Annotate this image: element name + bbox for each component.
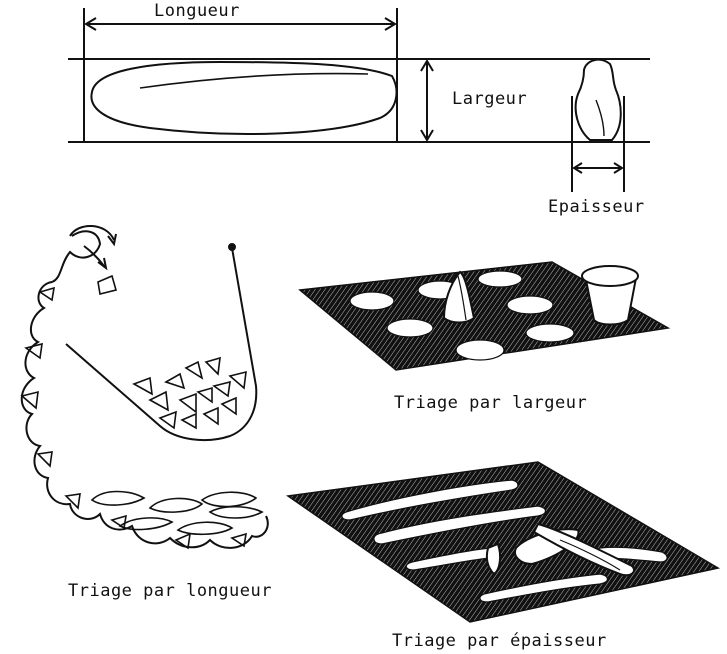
- length-sorting-cylinder: [20, 225, 269, 550]
- grain-in-hole: [442, 270, 476, 324]
- round-hole-plate: [298, 261, 671, 371]
- trough: [65, 247, 258, 442]
- pocket-grains: [20, 274, 264, 550]
- grain-dimensions-figure: [68, 8, 650, 192]
- round-holes: [349, 270, 575, 361]
- cylinder-scallops: [20, 230, 269, 549]
- standing-grain: [581, 265, 639, 326]
- sort-by-length-caption: Triage par longueur: [68, 581, 272, 601]
- thickness-sorting-screen: [285, 461, 721, 623]
- slot-grains: [485, 522, 636, 577]
- thickness-label: Epaisseur: [548, 197, 645, 217]
- feed-arrow: [83, 245, 105, 267]
- sort-by-thickness-caption: Triage par épaisseur: [392, 631, 607, 651]
- width-sorting-screen: [298, 261, 671, 371]
- grain-side-view: [90, 60, 398, 135]
- length-label: Longueur: [154, 1, 240, 21]
- trough-grains: [132, 356, 247, 430]
- width-label: Largeur: [452, 89, 528, 109]
- grain-cross-section: [574, 58, 622, 141]
- slots: [341, 479, 668, 603]
- sort-by-width-caption: Triage par largeur: [394, 393, 588, 413]
